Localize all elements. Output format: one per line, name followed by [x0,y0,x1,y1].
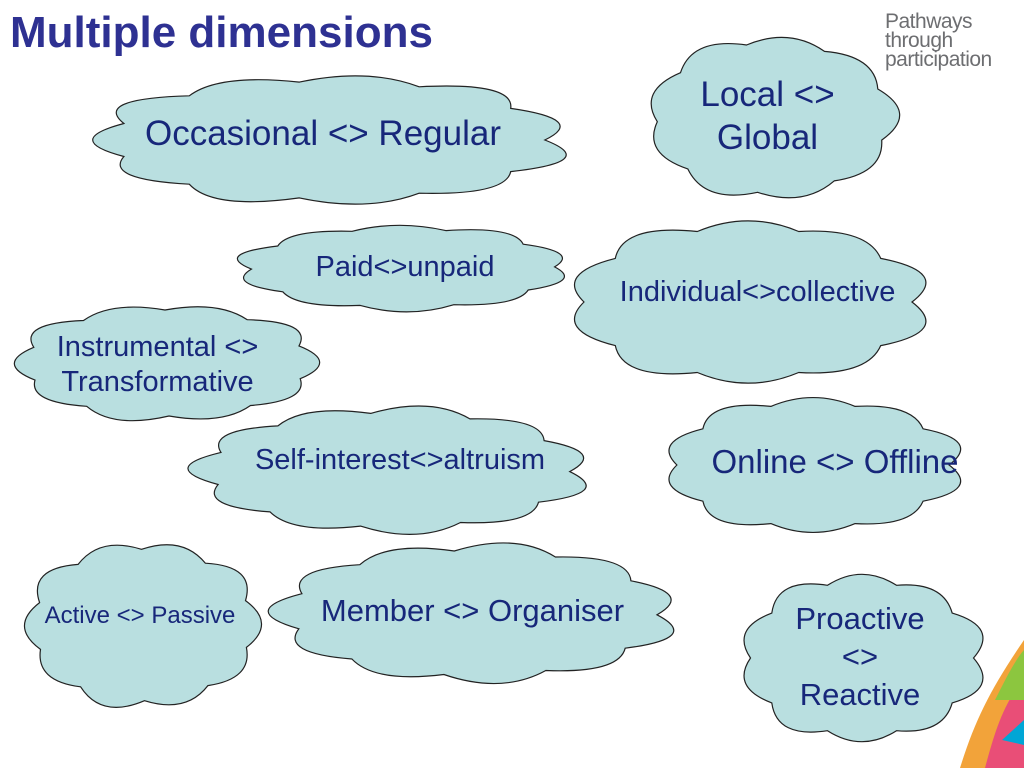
decorative-ribbon-graphic [960,640,1024,768]
cloud-shape [236,224,566,313]
label-proactive-reactive: Proactive<>Reactive [755,600,965,713]
cloud-text-line: Member <> Organiser [320,593,625,628]
label-instrumental-transformative: Instrumental <>Transformative [25,330,290,401]
cloud-text-line: Self-interest<>altruism [254,444,546,476]
cloud-member-organiser [267,542,675,685]
label-individual-collective: Individual<>collective [580,275,935,310]
cloud-text-line: Active <> Passive [44,602,236,629]
cloud-text-line: Local <> [700,75,835,114]
cloud-active-passive [24,544,262,708]
cloud-text-line: Reactive [799,676,921,712]
cloud-paid-unpaid [236,224,566,313]
cloud-text-line: Transformative [61,366,254,399]
cloud-shape [92,75,567,205]
cloud-proactive-reactive [743,573,984,743]
cloud-text-line: <> [841,638,879,674]
cloud-individual-collective [573,220,927,384]
cloud-online-offline [668,396,962,534]
cloud-text-line: Online <> Offline [711,443,959,480]
cloud-shape [187,405,587,535]
logo-line-1: Pathways [885,10,973,33]
slide-title: Multiple dimensions [10,8,433,57]
cloud-shape [24,544,262,708]
cloud-text-line: Occasional <> Regular [144,114,502,153]
cloud-text-line: Global [716,117,819,157]
label-member-organiser: Member <> Organiser [290,592,655,630]
label-online-offline: Online <> Offline [685,442,985,482]
cloud-local-global [650,36,901,199]
logo-line-3: participation [885,48,992,71]
cloud-text-line: Proactive [795,601,925,636]
cloud-shape [743,573,984,743]
label-occasional-regular: Occasional <> Regular [113,113,533,156]
cloud-shape [267,542,675,685]
cloud-self-interest-altruism [187,405,587,535]
pathways-logo: Pathways through participation [885,10,1020,71]
cloud-shape [13,306,321,422]
cloud-instrumental-transformative [13,306,321,422]
logo-line-2: through [885,29,953,52]
cloud-shape [668,396,962,534]
cloud-text-line: Instrumental <> [56,331,259,363]
label-active-passive: Active <> Passive [15,601,265,630]
label-local-global: Local <>Global [660,74,875,159]
label-self-interest-altruism: Self-interest<>altruism [200,443,600,478]
label-paid-unpaid: Paid<>unpaid [255,250,555,285]
cloud-text-line: Paid<>unpaid [315,251,495,283]
cloud-text-line: Individual<>collective [619,276,896,308]
cloud-shape [650,36,901,199]
cloud-occasional-regular [92,75,567,205]
cloud-shape [573,220,927,384]
